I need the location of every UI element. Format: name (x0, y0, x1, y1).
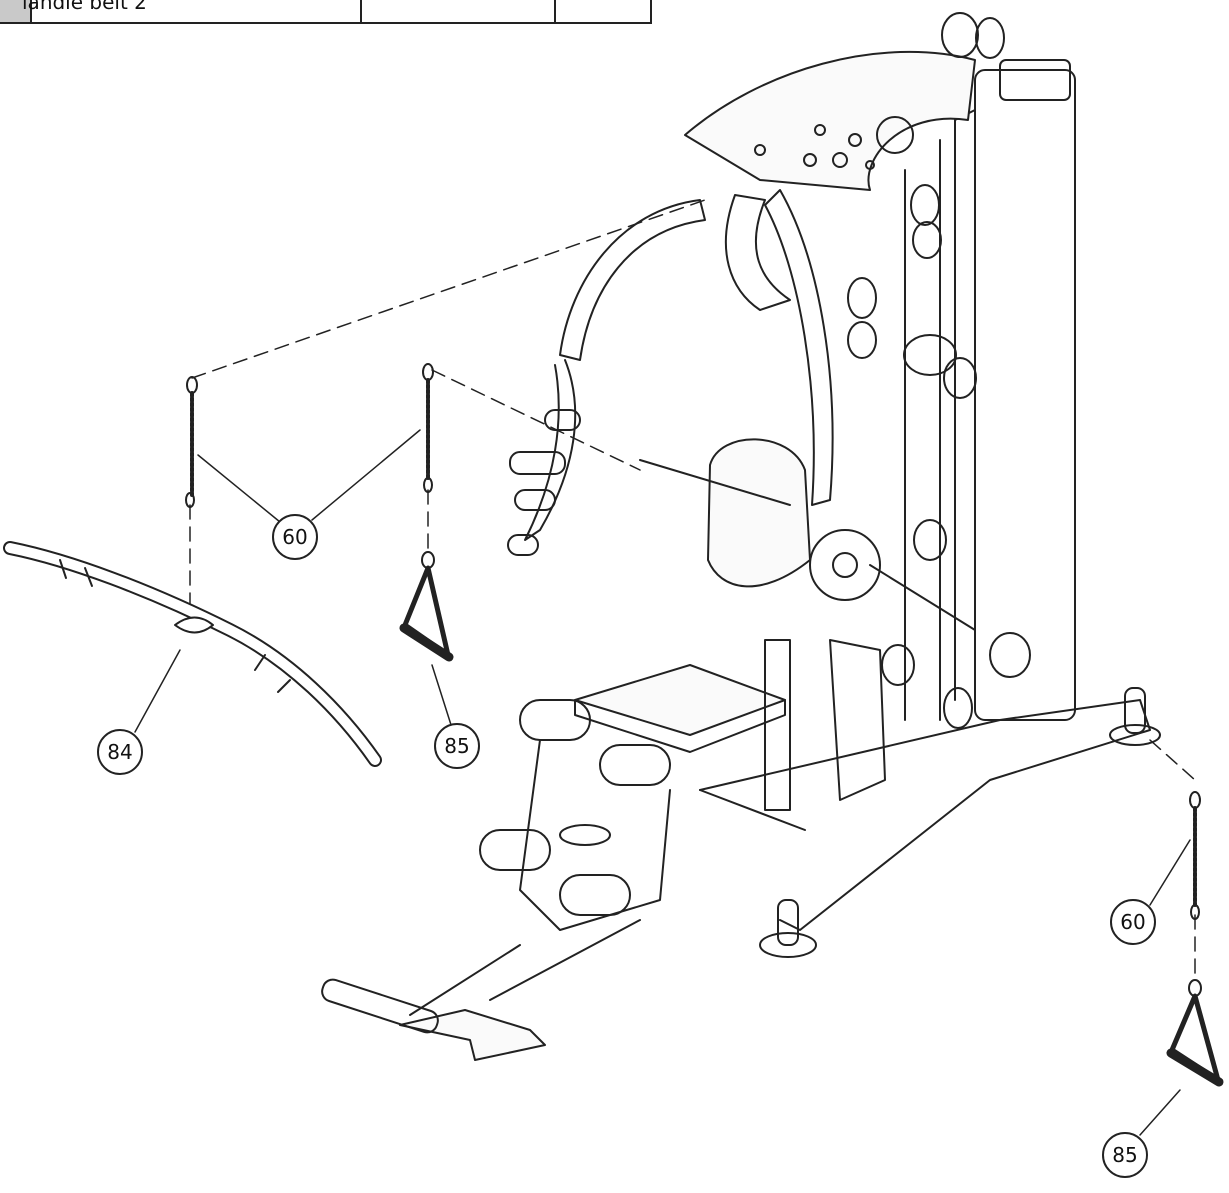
table-name-cell (30, 0, 362, 22)
leg-rollers (479, 699, 671, 916)
dash-chain-b-to-mid (431, 369, 641, 471)
callout-84 (97, 729, 143, 775)
parts-table-fragment: landle belt 2 (0, 0, 652, 24)
base-foot-back (559, 824, 611, 846)
back-pad (707, 438, 811, 588)
stirrup-handle-a (399, 551, 454, 662)
leader-85a (431, 664, 453, 729)
leader-lines (134, 429, 1191, 1136)
callout-60-b (1110, 899, 1156, 945)
chain-b (422, 363, 434, 493)
top-plate (684, 50, 976, 191)
top-pulley-group (941, 12, 1071, 101)
chain-a (185, 376, 198, 508)
mid-bar (639, 459, 791, 506)
top-plate-hole-large (876, 116, 914, 154)
press-handle-bar (524, 359, 577, 541)
dash-chain-a-to-top (191, 199, 706, 379)
leader-60a-chain-a (197, 454, 281, 523)
leg-frame (519, 739, 671, 931)
callout-85-b-label: 85 (1112, 1143, 1137, 1167)
callouts (97, 514, 1156, 1178)
press-arm-center (764, 189, 834, 506)
callout-84-label: 84 (107, 740, 132, 764)
callout-60-a (272, 514, 318, 560)
callout-60-b-label: 60 (1120, 910, 1145, 934)
chain-parts (185, 363, 1201, 920)
leader-60b (1149, 839, 1191, 906)
table-row-label: landle belt 2 (22, 0, 147, 14)
assembly-lines (189, 199, 1196, 976)
stirrup-handle-b (1166, 979, 1224, 1087)
cam-wheel (809, 529, 881, 601)
foot-plate (399, 1009, 546, 1061)
curved-press-arm (559, 199, 706, 361)
table-empty-cell-2 (554, 0, 652, 22)
callout-60-a-label: 60 (282, 525, 307, 549)
lat-bar-center-bracket (174, 616, 214, 634)
dash-base-to-chain-c (1149, 739, 1196, 781)
right-bar (869, 564, 976, 631)
weight-stack-tower (974, 69, 1076, 721)
lat-bar-part (3, 541, 382, 767)
press-grips (507, 409, 581, 556)
leader-84 (134, 649, 181, 733)
seat-pad-edge (574, 699, 786, 753)
side-column-plate (829, 639, 886, 801)
base-foot-left (759, 932, 817, 958)
chain-c (1189, 791, 1201, 920)
front-column (764, 639, 791, 811)
leader-85b (1139, 1089, 1181, 1136)
base-foot-right (1109, 724, 1161, 746)
foot-chain (409, 944, 521, 1016)
callout-85-a (434, 723, 480, 769)
table-shaded-cell (0, 0, 32, 22)
tower-pulleys (847, 184, 1031, 729)
leader-60a-chain-b (311, 429, 421, 521)
table-empty-cell-1 (360, 0, 556, 22)
home-gym-machine (321, 12, 1161, 1061)
foot-handle-bar (321, 978, 439, 1034)
callout-85-a-label: 85 (444, 734, 469, 758)
tower-side (954, 109, 976, 701)
callout-85-b (1102, 1132, 1148, 1178)
press-arm-pivot (724, 194, 791, 311)
base-frame (699, 699, 1151, 931)
